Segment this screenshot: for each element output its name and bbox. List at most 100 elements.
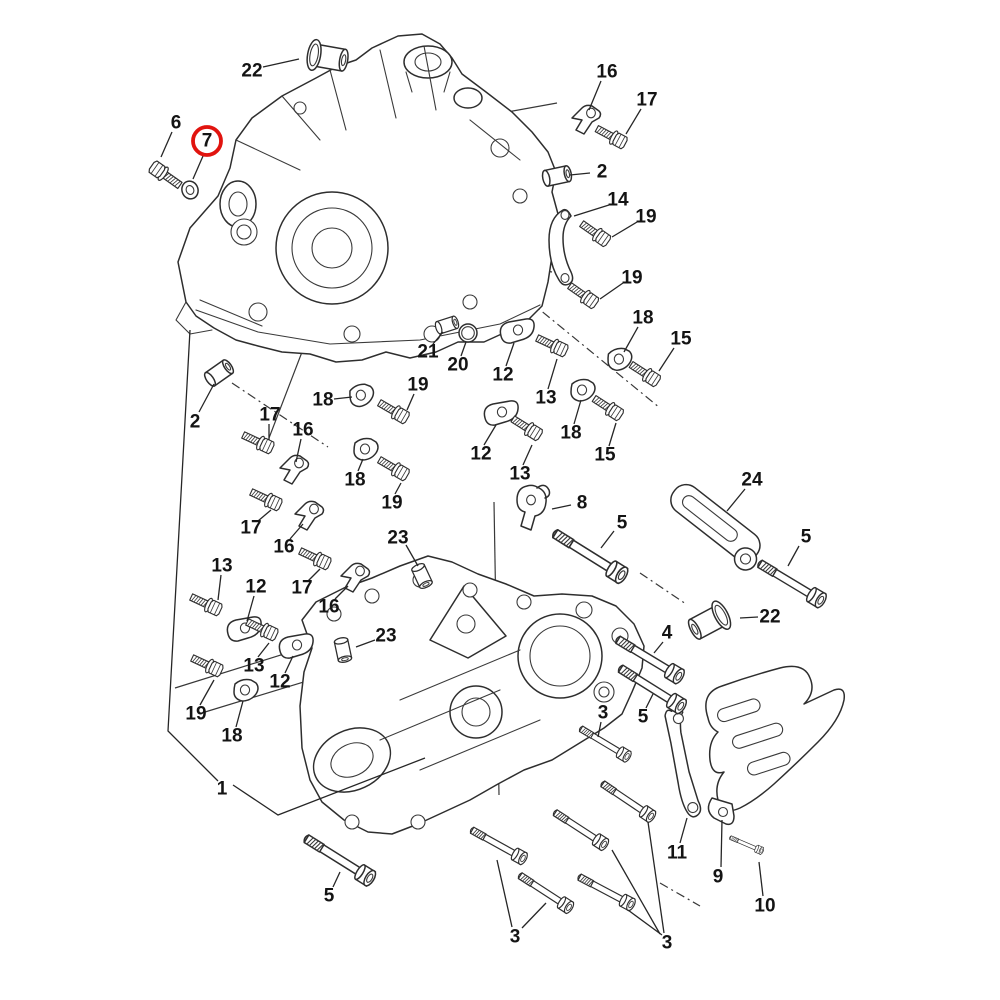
- callout-16[interactable]: 16: [292, 420, 314, 463]
- callout-number[interactable]: 15: [594, 445, 616, 466]
- callout-number[interactable]: 11: [667, 843, 688, 864]
- callout-number[interactable]: 19: [381, 493, 402, 514]
- callout-20[interactable]: 20: [447, 341, 469, 376]
- callout-number[interactable]: 13: [243, 656, 264, 677]
- callout-21[interactable]: 21: [417, 331, 444, 363]
- callout-number[interactable]: 15: [670, 329, 692, 350]
- callout-number[interactable]: 3: [510, 927, 521, 948]
- callout-number[interactable]: 10: [754, 896, 775, 917]
- callout-1[interactable]: 1: [167, 329, 426, 816]
- callout-22[interactable]: 22: [241, 58, 300, 82]
- callout-11[interactable]: 11: [667, 817, 688, 864]
- callout-number[interactable]: 1: [217, 779, 228, 800]
- callout-23[interactable]: 23: [387, 528, 419, 567]
- callout-number[interactable]: 17: [240, 518, 261, 539]
- callout-number[interactable]: 4: [662, 623, 673, 644]
- callout-12[interactable]: 12: [470, 424, 497, 465]
- callout-12[interactable]: 12: [245, 577, 267, 622]
- callout-number[interactable]: 9: [713, 867, 724, 888]
- callout-19[interactable]: 19: [406, 375, 429, 411]
- callout-number[interactable]: 17: [291, 578, 312, 599]
- callout-12[interactable]: 12: [492, 342, 515, 386]
- callout-5[interactable]: 5: [324, 871, 341, 907]
- callout-number[interactable]: 3: [662, 933, 673, 954]
- callout-13[interactable]: 13: [509, 444, 533, 485]
- callout-3[interactable]: 3: [496, 859, 547, 948]
- callout-12[interactable]: 12: [269, 655, 294, 693]
- callout-18[interactable]: 18: [344, 458, 366, 491]
- callout-number[interactable]: 17: [636, 90, 657, 111]
- callout-19[interactable]: 19: [611, 207, 657, 238]
- callout-number[interactable]: 12: [245, 577, 266, 598]
- callout-number[interactable]: 17: [259, 405, 280, 426]
- callout-5[interactable]: 5: [600, 513, 628, 549]
- callout-19[interactable]: 19: [599, 268, 643, 300]
- callout-number[interactable]: 5: [324, 886, 335, 907]
- callout-number[interactable]: 21: [417, 342, 439, 363]
- callout-number[interactable]: 16: [273, 537, 294, 558]
- callout-17[interactable]: 17: [291, 568, 321, 599]
- callout-13[interactable]: 13: [243, 642, 270, 677]
- callout-number[interactable]: 13: [535, 388, 556, 409]
- callout-number[interactable]: 18: [221, 726, 242, 747]
- callout-18[interactable]: 18: [312, 390, 353, 411]
- callout-number[interactable]: 5: [801, 527, 812, 548]
- callout-number[interactable]: 2: [597, 162, 608, 183]
- callout-number[interactable]: 23: [375, 626, 396, 647]
- callout-16[interactable]: 16: [273, 523, 304, 558]
- callout-number[interactable]: 19: [185, 704, 206, 725]
- callout-18[interactable]: 18: [623, 308, 654, 353]
- callout-number[interactable]: 19: [407, 375, 428, 396]
- callout-5[interactable]: 5: [638, 693, 654, 728]
- callout-10[interactable]: 10: [754, 861, 776, 917]
- callout-22[interactable]: 22: [739, 607, 781, 628]
- callout-number[interactable]: 24: [741, 470, 763, 491]
- callout-number[interactable]: 8: [577, 493, 588, 514]
- callout-7[interactable]: 7: [191, 125, 223, 180]
- callout-number[interactable]: 12: [470, 444, 491, 465]
- callout-number[interactable]: 22: [759, 607, 780, 628]
- callout-19[interactable]: 19: [381, 482, 403, 514]
- callout-number[interactable]: 18: [560, 423, 581, 444]
- callout-8[interactable]: 8: [551, 493, 588, 514]
- callout-number[interactable]: 19: [621, 268, 642, 289]
- callout-number[interactable]: 12: [492, 365, 513, 386]
- callout-17[interactable]: 17: [240, 509, 272, 539]
- callout-2[interactable]: 2: [569, 162, 608, 183]
- callout-13[interactable]: 13: [535, 358, 558, 409]
- callout-17[interactable]: 17: [625, 90, 658, 135]
- callout-number[interactable]: 13: [211, 556, 232, 577]
- callout-number[interactable]: 13: [509, 464, 530, 485]
- callout-3[interactable]: 3: [611, 821, 673, 954]
- callout-number[interactable]: 12: [269, 672, 290, 693]
- callout-number[interactable]: 18: [344, 470, 365, 491]
- callout-19[interactable]: 19: [185, 679, 215, 725]
- callout-16[interactable]: 16: [588, 62, 618, 111]
- callout-15[interactable]: 15: [594, 422, 617, 466]
- callout-number[interactable]: 19: [635, 207, 656, 228]
- callout-14[interactable]: 14: [573, 190, 629, 217]
- callout-number[interactable]: 2: [190, 412, 201, 433]
- callout-number[interactable]: 7: [202, 131, 213, 152]
- callout-number[interactable]: 22: [241, 61, 262, 82]
- callout-4[interactable]: 4: [653, 623, 673, 654]
- callout-6[interactable]: 6: [160, 113, 182, 158]
- callout-number[interactable]: 5: [638, 707, 649, 728]
- callout-number[interactable]: 16: [292, 420, 313, 441]
- callout-number[interactable]: 3: [598, 703, 609, 724]
- callout-16[interactable]: 16: [318, 585, 349, 618]
- callout-15[interactable]: 15: [658, 329, 692, 372]
- callout-13[interactable]: 13: [211, 556, 233, 601]
- callout-23[interactable]: 23: [355, 626, 397, 648]
- callout-2[interactable]: 2: [190, 383, 215, 433]
- callout-9[interactable]: 9: [713, 819, 724, 888]
- callout-number[interactable]: 16: [596, 62, 617, 83]
- callout-17[interactable]: 17: [259, 405, 281, 441]
- callout-number[interactable]: 20: [447, 355, 468, 376]
- callout-number[interactable]: 18: [312, 390, 333, 411]
- callout-number[interactable]: 23: [387, 528, 408, 549]
- callout-24[interactable]: 24: [726, 470, 763, 512]
- callout-5[interactable]: 5: [787, 527, 812, 567]
- callout-number[interactable]: 6: [171, 113, 182, 134]
- callout-number[interactable]: 16: [318, 597, 339, 618]
